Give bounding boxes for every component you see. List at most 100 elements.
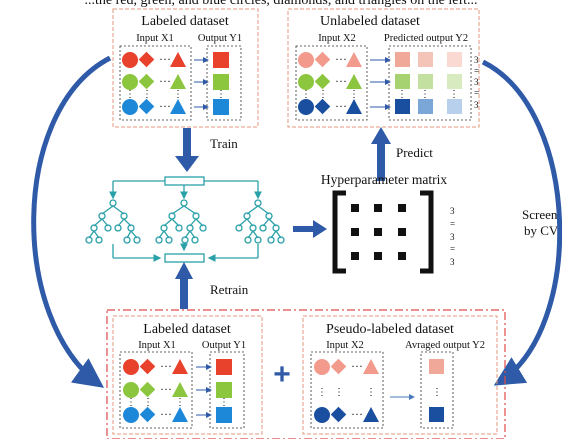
top-cropped-text: ...the red, green, and blue circles, dia… (84, 0, 477, 8)
svg-text:···: ··· (351, 407, 363, 421)
bottom-labeled-dataset-panel: Labeled dataset Input X1 Output Y1 ··· ·… (112, 315, 263, 435)
red-triangle (170, 52, 186, 67)
svg-text:⋮: ⋮ (366, 387, 376, 398)
dark-blue-diamond (314, 98, 331, 115)
green-circle (122, 74, 138, 90)
svg-text:⋮: ⋮ (334, 387, 344, 398)
bottom-labeled-title: Labeled dataset (143, 322, 231, 337)
bottom-container (106, 309, 506, 439)
top-labeled-output-label: Output Y1 (198, 33, 242, 44)
pred-side-label-4: 3 (474, 100, 479, 110)
blue-diamond (138, 98, 155, 115)
pred-square-r2 (418, 52, 433, 67)
top-unlabeled-title: Unlabeled dataset (320, 14, 420, 29)
plus-sign: + (273, 358, 291, 391)
aggregator-top-box (164, 176, 205, 186)
light-green-triangle (346, 74, 362, 89)
ensemble-trees (85, 176, 285, 263)
matrix-side-label-3: = (450, 244, 455, 254)
pred-square-b2 (418, 99, 433, 114)
svg-text:⋮: ⋮ (432, 387, 442, 398)
svg-text:⋮: ⋮ (219, 397, 229, 408)
red-circle (122, 52, 138, 68)
right-curved-arrow (481, 59, 562, 386)
svg-text:⋮: ⋮ (175, 397, 185, 408)
aggregator-bottom-box (164, 253, 205, 263)
matrix-side-label-1: = (450, 219, 455, 229)
top-unlabeled-input-label: Input X2 (318, 33, 356, 44)
pred-square-g1 (395, 74, 410, 89)
pred-square-b1 (395, 99, 410, 114)
pred-square-g3 (447, 74, 462, 89)
svg-text:⋮: ⋮ (125, 89, 135, 100)
svg-text:···: ··· (159, 99, 171, 113)
trees-to-matrix-arrow (293, 220, 327, 238)
svg-text:⋮: ⋮ (420, 89, 430, 100)
svg-text:⋮: ⋮ (142, 89, 152, 100)
predict-label: Predict (396, 145, 433, 160)
red-diamond (138, 51, 155, 68)
svg-text:⋮: ⋮ (301, 89, 311, 100)
svg-text:···: ··· (335, 99, 347, 113)
svg-text:···: ··· (335, 52, 347, 66)
screen-label-line1: Screen (522, 207, 558, 222)
light-red-circle (298, 52, 314, 68)
pseudo-labeled-title: Pseudo-labeled dataset (326, 322, 454, 337)
svg-text:···: ··· (160, 382, 172, 396)
pred-square-r3 (447, 52, 462, 67)
svg-text:···: ··· (335, 74, 347, 88)
svg-text:···: ··· (351, 359, 363, 373)
pred-square-r1 (395, 52, 410, 67)
top-labeled-dataset-panel: Labeled dataset Input X1 Output Y1 ··· ·… (112, 8, 259, 128)
pred-square-g2 (418, 74, 433, 89)
svg-text:⋮: ⋮ (318, 89, 328, 100)
screen-label-line2: by CV (524, 223, 559, 238)
hyperparameter-matrix: Hyperparameter matrix 3 = 3 = 3 (321, 172, 455, 274)
train-label: Train (210, 136, 238, 151)
blue-circle (122, 99, 138, 115)
light-green-circle (298, 74, 314, 90)
decision-tree-1 (85, 199, 141, 244)
decision-tree-2 (155, 199, 207, 244)
top-unlabeled-dataset-panel: Unlabeled dataset Input X2 Predicted out… (287, 8, 480, 128)
left-curved-arrow (31, 55, 112, 388)
green-triangle (170, 74, 186, 89)
retrain-arrow (175, 262, 193, 309)
matrix-side-label-4: 3 (450, 257, 455, 267)
pred-side-label-1: = (474, 66, 479, 76)
pred-side-label-0: 3 (474, 55, 479, 65)
light-red-triangle (346, 52, 362, 67)
svg-text:⋮: ⋮ (216, 89, 226, 100)
svg-text:⋮: ⋮ (173, 89, 183, 100)
svg-text:⋮: ⋮ (143, 397, 153, 408)
svg-text:···: ··· (159, 74, 171, 88)
svg-text:⋮: ⋮ (126, 397, 136, 408)
light-green-diamond (314, 73, 331, 90)
decision-tree-3 (235, 199, 285, 244)
pred-side-label-2: 3 (474, 77, 479, 87)
pred-square-b3 (447, 99, 462, 114)
top-unlabeled-output-label: Predicted output Y2 (384, 33, 468, 44)
bottom-labeled-input-label: Input X1 (138, 340, 176, 351)
svg-text:⋮: ⋮ (317, 387, 327, 398)
bottom-labeled-output-label: Output Y1 (202, 340, 246, 351)
dark-blue-triangle (346, 99, 362, 114)
pseudo-labeled-dataset-panel: Pseudo-labeled dataset Input X2 Avraged … (302, 315, 498, 435)
svg-text:···: ··· (160, 359, 172, 373)
matrix-title: Hyperparameter matrix (321, 172, 448, 187)
matrix-side-label-2: 3 (450, 232, 455, 242)
green-diamond (138, 73, 155, 90)
matrix-side-label-0: 3 (450, 206, 455, 216)
svg-text:···: ··· (160, 407, 172, 421)
light-red-diamond (314, 51, 331, 68)
svg-text:⋮: ⋮ (349, 89, 359, 100)
top-labeled-input-label: Input X1 (136, 33, 174, 44)
svg-text:···: ··· (159, 52, 171, 66)
predict-arrow (371, 127, 391, 181)
blue-square (213, 99, 229, 115)
train-arrow (175, 128, 199, 172)
pred-side-label-3: = (474, 88, 479, 98)
blue-triangle (170, 99, 186, 114)
top-labeled-title: Labeled dataset (141, 14, 229, 29)
